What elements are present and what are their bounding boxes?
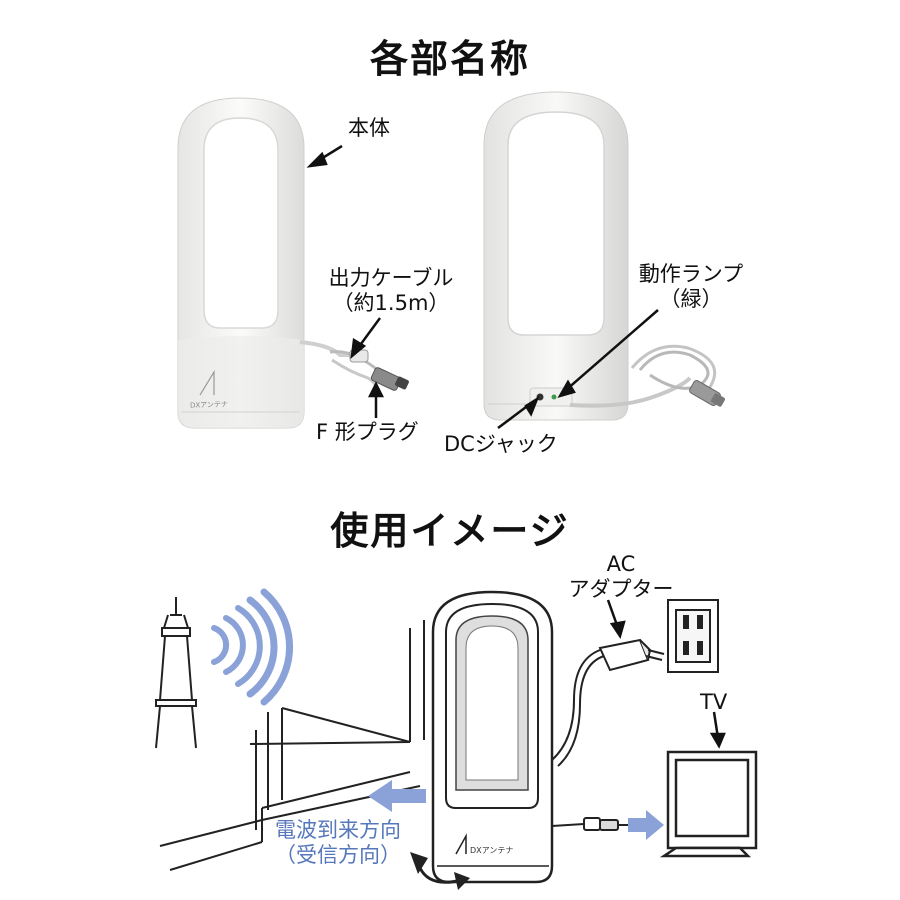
label-output-cable: 出力ケーブル （約1.5m）	[328, 266, 454, 316]
rotate-arrow-icon	[410, 852, 470, 890]
back-cable-photo	[569, 344, 725, 408]
usage-title: 使用イメージ	[330, 509, 570, 553]
label-ac-adapter: AC アダプター	[568, 552, 674, 602]
label-f-plug: F 形プラグ	[316, 420, 419, 444]
broadcast-tower-icon	[155, 597, 197, 749]
brand-logo-illustration: DXアンテナ	[470, 846, 514, 855]
label-operation-lamp: 動作ランプ （緑）	[638, 262, 744, 312]
parts-title: 各部名称	[369, 37, 530, 81]
label-body: 本体	[348, 116, 390, 140]
brand-logo-front: DXアンテナ	[189, 400, 229, 410]
wave-direction-arrow	[368, 780, 426, 812]
antenna-illustration	[431, 590, 554, 884]
label-tv: TV	[700, 690, 728, 714]
callout-arrows	[306, 144, 659, 429]
ac-cable	[551, 649, 605, 767]
tv-direction-arrow	[628, 810, 664, 840]
ac-adapter-icon	[598, 638, 665, 672]
room-walls	[159, 620, 425, 871]
antenna-front-photo	[177, 97, 305, 429]
wall-outlet-icon	[667, 599, 719, 673]
antenna-back-photo	[483, 91, 629, 421]
tv-cable	[551, 817, 628, 831]
tv-icon	[659, 750, 758, 858]
tv-arrow	[709, 711, 726, 749]
ac-adapter-arrow	[606, 599, 626, 639]
label-wave-direction: 電波到来方向 （受信方向）	[275, 818, 401, 868]
label-dc-jack: DCジャック	[444, 432, 558, 456]
radio-waves-icon	[211, 588, 294, 706]
